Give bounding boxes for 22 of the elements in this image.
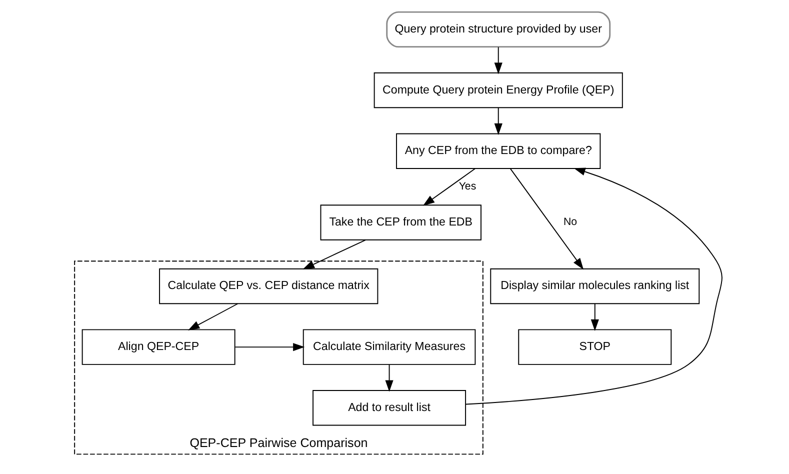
edge-label: Yes xyxy=(458,180,476,193)
node-box: Any CEP from the EDB to compare? xyxy=(396,133,601,169)
arrow xyxy=(422,168,476,206)
node-box: Add to result list xyxy=(312,390,466,426)
node-box: Calculate QEP vs. CEP distance matrix xyxy=(159,268,378,304)
arrow xyxy=(465,168,722,405)
node-box: STOP xyxy=(518,329,672,365)
node-box: Calculate Similarity Measures xyxy=(302,329,476,365)
arrow xyxy=(302,240,366,270)
arrow xyxy=(590,303,599,331)
arrow xyxy=(494,107,502,136)
node-box: Query protein structure provided by user xyxy=(386,11,611,48)
arrow xyxy=(234,342,305,352)
edge-label: No xyxy=(564,216,578,228)
arrow xyxy=(188,303,238,330)
node-box: Take the CEP from the EDB xyxy=(320,204,482,240)
arrow xyxy=(494,46,502,74)
node-box: Align QEP-CEP xyxy=(82,329,236,365)
arrow xyxy=(510,168,584,270)
arrow xyxy=(385,364,394,392)
node-box: Display similar molecules ranking list xyxy=(490,268,700,304)
node-box: Compute Query protein Energy Profile (QEP) xyxy=(374,72,623,108)
